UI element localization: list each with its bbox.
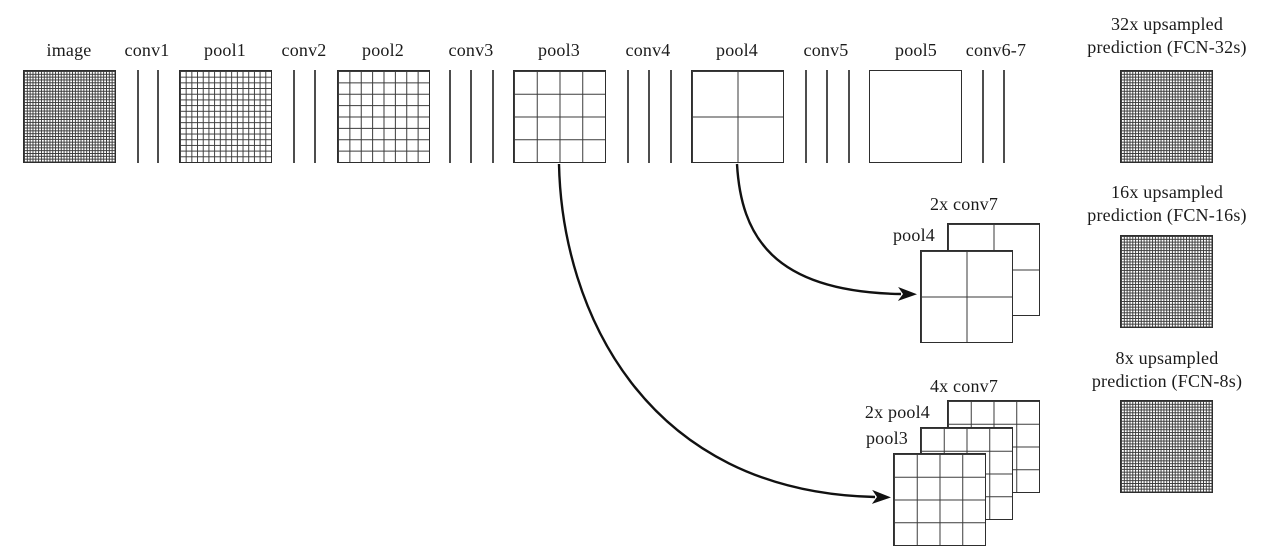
fcn-16s-prediction-grid	[1120, 235, 1213, 328]
conv4-line	[648, 70, 650, 163]
fusion8-middle-label: 2x pool4	[864, 402, 930, 422]
conv3-line	[449, 70, 451, 163]
fusion16-front-grid-pool4	[920, 250, 1013, 343]
conv1-label: conv1	[124, 40, 170, 60]
conv2-line	[293, 70, 295, 163]
conv3-label: conv3	[448, 40, 494, 60]
fcn-8s-caption-line1: 8x upsampled	[1115, 348, 1219, 368]
image-label: image	[46, 40, 92, 60]
conv4-label: conv4	[625, 40, 671, 60]
fusion8-back-label: 4x conv7	[929, 376, 999, 396]
conv1-line	[157, 70, 159, 163]
conv2-label: conv2	[281, 40, 327, 60]
fusion16-front-label: pool4	[892, 225, 935, 245]
conv5-line	[848, 70, 850, 163]
fcn-8s-caption-line2: prediction (FCN-8s)	[1091, 371, 1243, 391]
fcn-32s-prediction-grid	[1120, 70, 1213, 163]
pool3-label: pool3	[537, 40, 581, 60]
conv3-line	[492, 70, 494, 163]
fcn-32s-caption-line2: prediction (FCN-32s)	[1087, 37, 1247, 57]
conv6-7-line	[982, 70, 984, 163]
conv4-line	[670, 70, 672, 163]
fcn-32s-caption: 32x upsampled prediction (FCN-32s)	[1087, 13, 1246, 59]
fcn-32s-caption-line1: 32x upsampled	[1110, 14, 1224, 34]
image-grid	[23, 70, 116, 163]
fcn-8s-caption: 8x upsampled prediction (FCN-8s)	[1092, 347, 1242, 393]
fcn-16s-caption: 16x upsampled prediction (FCN-16s)	[1087, 181, 1246, 227]
conv5-label: conv5	[803, 40, 849, 60]
conv5-line	[805, 70, 807, 163]
fusion8-front-label: pool3	[865, 428, 908, 448]
fcn-16s-caption-line1: 16x upsampled	[1110, 182, 1224, 202]
fcn-8s-prediction-grid	[1120, 400, 1213, 493]
pool5-grid	[869, 70, 962, 163]
pool4-label: pool4	[715, 40, 759, 60]
pool4-grid	[691, 70, 784, 163]
conv2-line	[314, 70, 316, 163]
pool2-grid	[337, 70, 430, 163]
pool4-skip-arrow	[735, 163, 917, 301]
pool3-skip-arrow	[557, 163, 891, 504]
fusion16-back-label: 2x conv7	[929, 194, 999, 214]
pool3-grid	[513, 70, 606, 163]
fusion8-front-grid-pool3	[893, 453, 986, 546]
pool2-label: pool2	[361, 40, 405, 60]
pool1-label: pool1	[203, 40, 247, 60]
conv3-line	[470, 70, 472, 163]
conv4-line	[627, 70, 629, 163]
conv6-7-label: conv6-7	[965, 40, 1027, 60]
pool1-grid	[179, 70, 272, 163]
pool5-label: pool5	[894, 40, 938, 60]
conv5-line	[826, 70, 828, 163]
conv1-line	[137, 70, 139, 163]
fcn-16s-caption-line2: prediction (FCN-16s)	[1087, 205, 1247, 225]
conv6-7-line	[1003, 70, 1005, 163]
